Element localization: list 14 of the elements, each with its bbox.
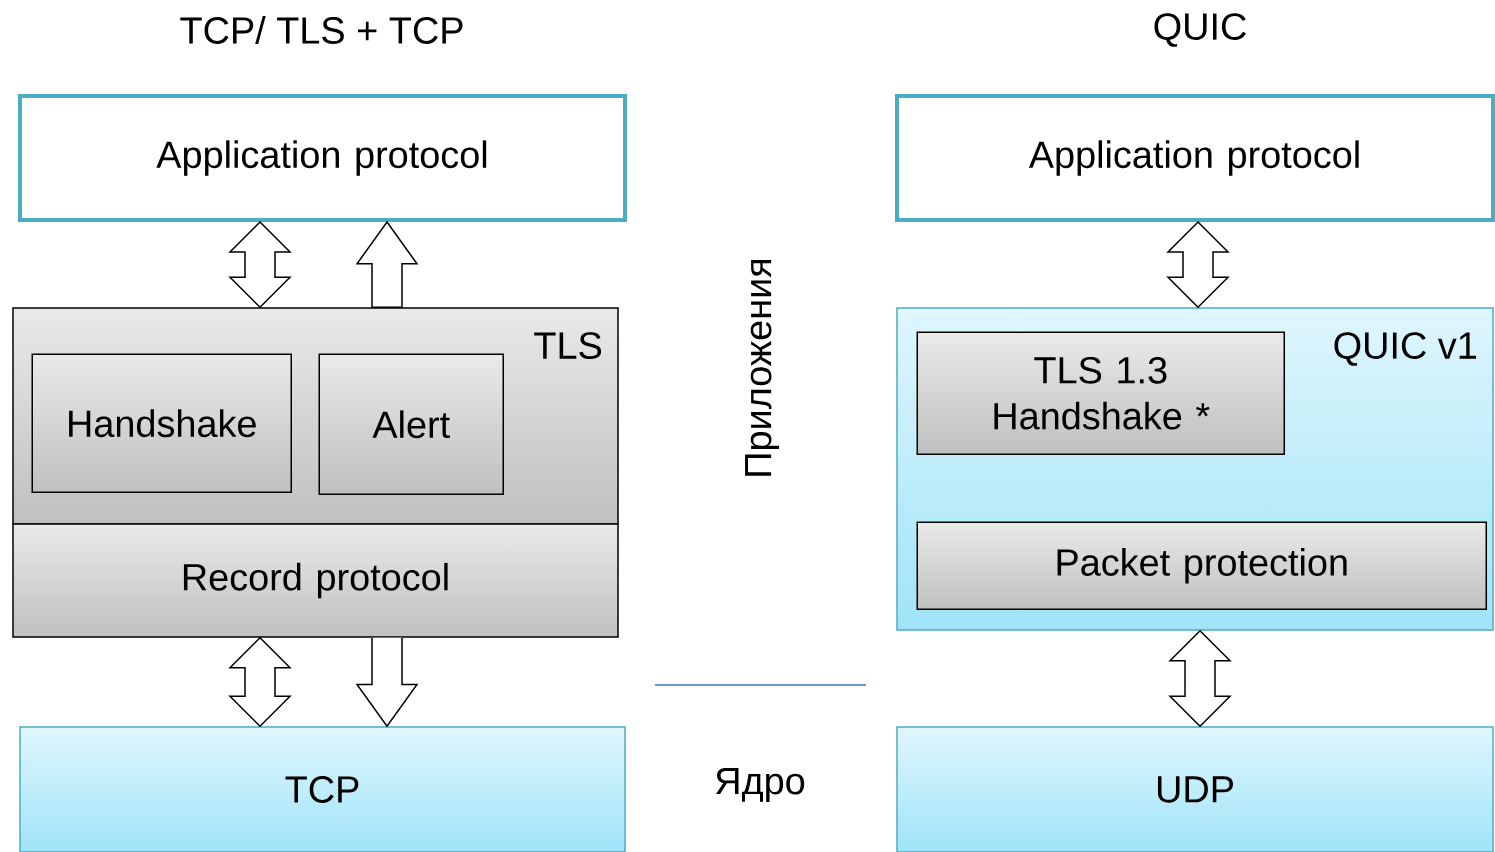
layer-box: TLS 1.3 Handshake * (916, 331, 1285, 455)
block-arrow (355, 637, 419, 728)
layer-box: Packet protection (916, 521, 1487, 610)
layer-box: Alert (318, 353, 504, 495)
layer-box: Application protocol (895, 94, 1495, 222)
layer-box: UDP (896, 726, 1494, 852)
layer-label: Приложения (745, 259, 779, 476)
layer-box: TCP (19, 726, 626, 852)
layer-label: Ядро (716, 768, 805, 802)
layer-box: Handshake (31, 353, 292, 493)
column-heading: TCP/ TLS + TCP (180, 16, 463, 44)
layer-box: Record protocol (12, 523, 619, 638)
layer-box: Application protocol (18, 94, 627, 222)
column-heading: QUIC (1154, 13, 1246, 47)
